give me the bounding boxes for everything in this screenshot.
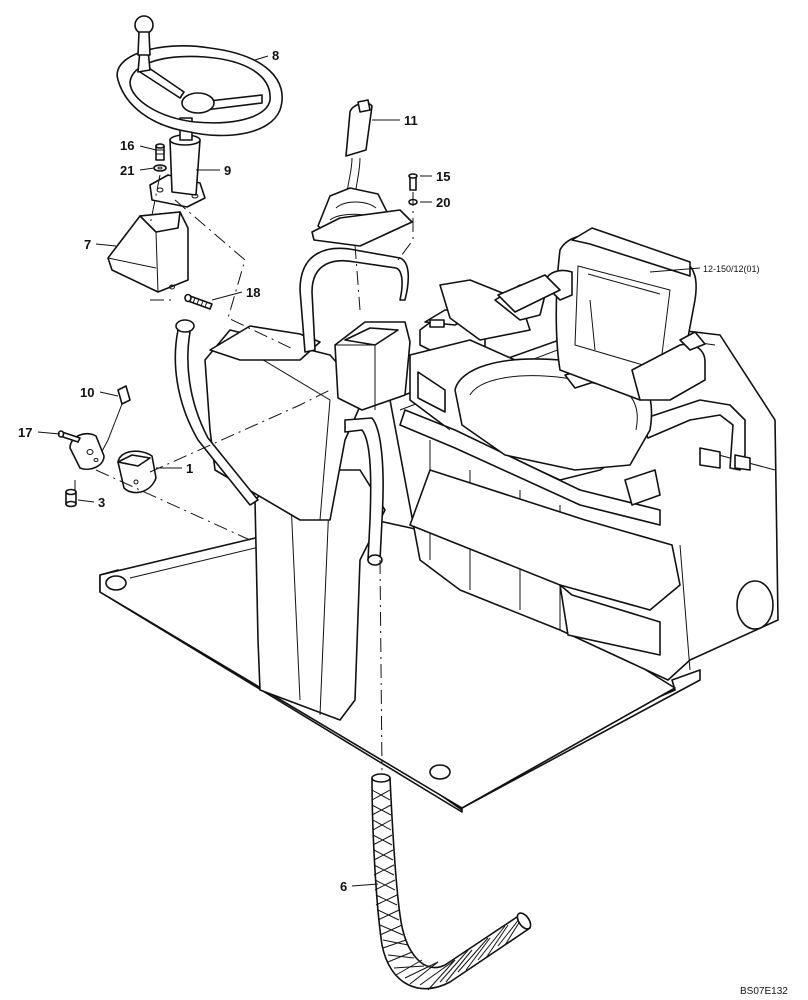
callout-16: 16 [120,138,134,153]
callout-17: 17 [18,425,32,440]
washer-21 [153,164,167,172]
callout-3: 3 [98,495,105,510]
callout-10: 10 [80,385,94,400]
seat-reference-label: 12-150/12(01) [703,264,760,274]
callout-11: 11 [404,113,418,128]
callout-20: 20 [436,195,450,210]
assembly-lines [74,174,414,771]
bolt-15 [408,173,418,191]
bolt-18 [184,293,213,310]
screw-17 [57,430,81,443]
callout-9: 9 [224,163,231,178]
callout-8: 8 [272,48,279,63]
column-cover [107,211,189,293]
shift-lever [311,99,413,247]
pedestal-column [204,325,386,721]
operator-seat [454,227,706,471]
hose-6 [371,773,532,991]
knob-3 [65,488,77,508]
callout-6: 6 [340,879,347,894]
cover-1 [117,450,157,494]
leader-lines [37,55,701,887]
drawing-code: BS07E132 [740,986,788,997]
steering-assembly [116,15,283,208]
callout-18: 18 [246,285,260,300]
callout-21: 21 [120,163,134,178]
callout-1: 1 [186,461,193,476]
callout-labels: 8 11 16 21 9 15 20 7 18 10 17 1 3 6 12-1… [18,48,788,997]
callout-7: 7 [84,237,91,252]
bolt-16 [155,143,165,161]
callout-15: 15 [436,169,450,184]
guard-rail [174,247,410,566]
